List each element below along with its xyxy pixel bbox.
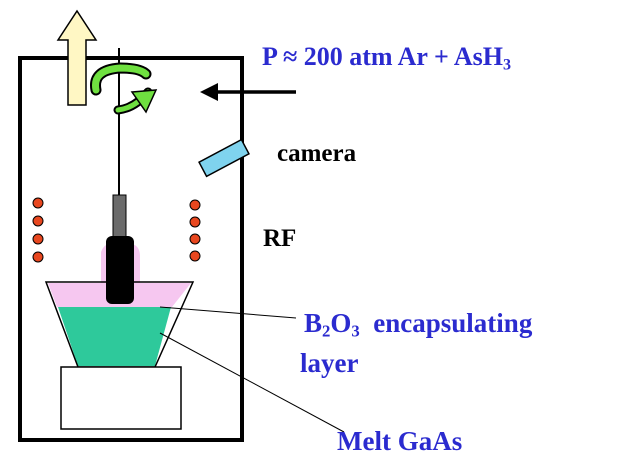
encapsulant-label-line2: layer: [300, 348, 359, 378]
gas-inlet-arrow-icon: [200, 83, 296, 101]
encapsulant-label-b: B: [304, 308, 323, 338]
encapsulant-label-suffix: encapsulating: [359, 308, 533, 338]
rotation-arrow-icon: [90, 62, 158, 115]
pressure-label-subscript: 3: [502, 56, 512, 74]
encapsulant-label: B2O3 encapsulating: [304, 308, 533, 340]
encapsulant-label-sub2: 3: [351, 321, 360, 341]
leader-line-melt: [159, 332, 345, 433]
leader-line-encapsulant: [159, 306, 297, 319]
pressure-label-text: P ≈ 200 atm Ar + AsH: [262, 42, 503, 71]
encapsulant-label-o: O: [330, 308, 352, 338]
seed-holder: [112, 194, 127, 238]
camera-label: camera: [277, 140, 357, 167]
encapsulant-label-sub1: 2: [322, 321, 331, 341]
lift-arrow-icon: [56, 9, 98, 106]
crucible-pedestal: [60, 366, 182, 430]
rf-coil-icon: [32, 197, 201, 263]
pressure-label: P ≈ 200 atm Ar + AsH3: [262, 42, 511, 74]
gaas-crystal: [106, 236, 134, 304]
rf-label: RF: [263, 225, 297, 252]
camera-icon: [198, 138, 250, 178]
gaas-melt: [58, 307, 171, 366]
melt-label: Melt GaAs: [337, 426, 463, 456]
